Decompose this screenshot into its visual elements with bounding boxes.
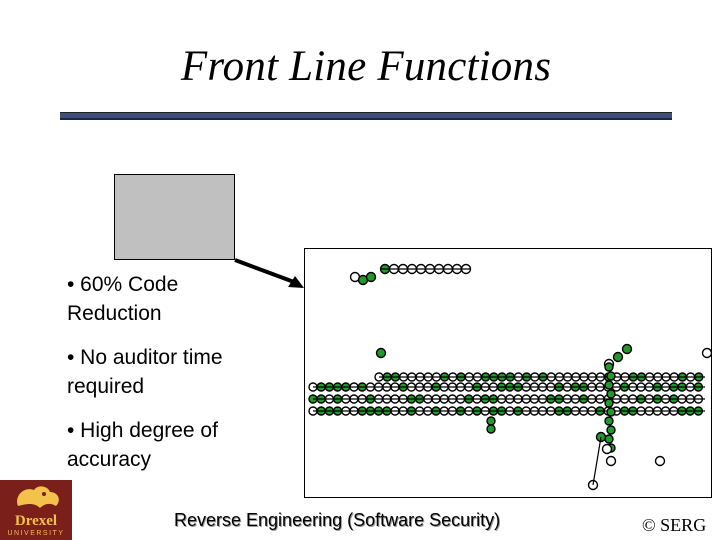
graph-node [606,371,616,381]
graph-node [604,416,614,426]
footer-text: Reverse Engineering (Software Security) [174,510,501,530]
copyright-text: © SERG [642,515,707,535]
graph-node [604,434,614,444]
logo-wordmark: Drexel [14,513,58,529]
graph-node [486,416,496,426]
logo-subtitle: UNIVERSITY [7,530,65,537]
graph-node [606,389,616,399]
connector-arrow-icon [234,258,304,288]
slide-title: Front Line Functions [180,43,552,90]
drexel-logo: Drexel UNIVERSITY [0,480,72,540]
graph-node [601,443,613,455]
graph-node [654,455,666,467]
placeholder-box [114,174,235,260]
graph-node [621,343,633,355]
graph-node [486,424,496,434]
graph-node [606,425,616,435]
graph-node [606,407,616,417]
graph-node [604,380,614,390]
title-divider [60,112,672,120]
bullet-accuracy: • High degree of accuracy [67,419,218,471]
bullet-no-auditor-time: • No auditor time required [67,346,223,398]
graph-node [612,351,624,363]
bullet-list: • 60% Code Reduction • No auditor time r… [67,270,267,489]
bullet-code-reduction: • 60% Code Reduction [67,273,179,325]
graph-node [701,347,711,359]
graph-node [605,455,617,467]
dragon-icon [17,486,59,508]
graph-node [375,347,387,359]
graph-node [365,271,377,283]
graph-node [604,362,614,372]
call-graph-image [304,248,712,498]
graph-node [604,398,614,408]
